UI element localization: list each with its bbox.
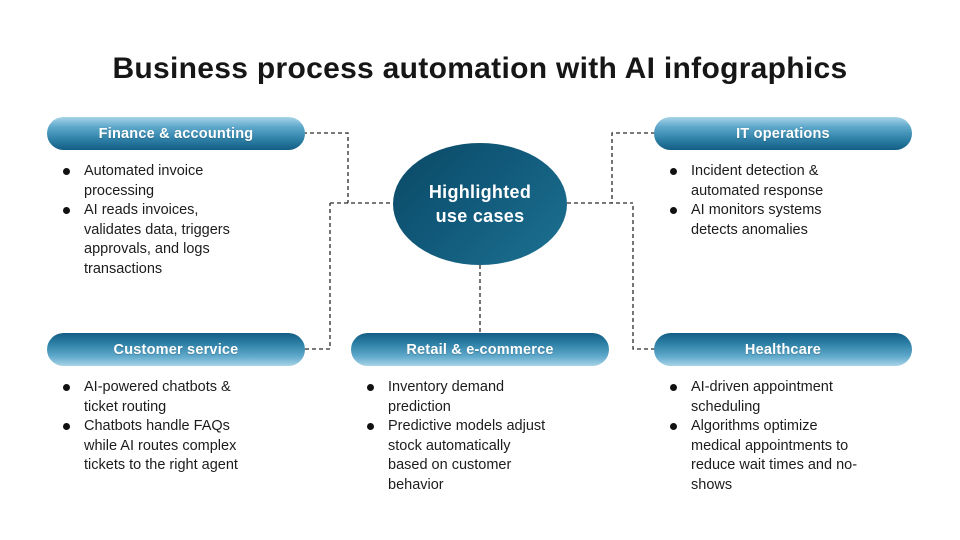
section-finance-accounting: Finance & accounting Automated invoice p… — [47, 117, 305, 279]
bullet-dot — [63, 384, 70, 391]
bullet-dot — [670, 207, 677, 214]
bullet-text: Predictive models adjust stock automatic… — [388, 418, 546, 493]
section-it-operations: IT operations Incident detection & autom… — [654, 117, 912, 240]
list-item: AI reads invoices, validates data, trigg… — [63, 201, 305, 279]
bullet-list-finance: Automated invoice processing AI reads in… — [47, 162, 305, 279]
bullet-text: AI-powered chatbots & ticket routing — [84, 379, 231, 415]
bullet-list-it-operations: Incident detection & automated response … — [654, 162, 912, 240]
section-retail-ecommerce: Retail & e-commerce Inventory demand pre… — [351, 333, 609, 495]
center-ellipse: Highlighted use cases — [393, 143, 567, 265]
bullet-dot — [670, 384, 677, 391]
connector-finance-to-center — [303, 132, 349, 203]
pill-finance-accounting: Finance & accounting — [47, 117, 305, 150]
list-item: Chatbots handle FAQs while AI routes com… — [63, 417, 305, 476]
bullet-dot — [63, 207, 70, 214]
list-item: Incident detection & automated response — [670, 162, 912, 201]
bullet-dot — [367, 423, 374, 430]
section-healthcare: Healthcare AI-driven appointment schedul… — [654, 333, 912, 495]
bullet-text: Chatbots handle FAQs while AI routes com… — [84, 418, 238, 473]
bullet-text: AI-driven appointment scheduling — [691, 379, 833, 415]
connector-customer-to-center — [305, 203, 331, 350]
connector-healthcare-to-center — [632, 203, 655, 350]
pill-customer-service: Customer service — [47, 333, 305, 366]
bullet-dot — [670, 423, 677, 430]
bullet-dot — [63, 168, 70, 175]
bullet-text: Inventory demand prediction — [388, 379, 505, 415]
bullet-text: Automated invoice processing — [84, 163, 204, 199]
bullet-text: AI reads invoices, validates data, trigg… — [84, 202, 230, 277]
bullet-list-retail-ecommerce: Inventory demand prediction Predictive m… — [351, 378, 609, 495]
bullet-list-customer-service: AI-powered chatbots & ticket routing Cha… — [47, 378, 305, 476]
connector-it-to-center — [611, 132, 655, 203]
pill-healthcare: Healthcare — [654, 333, 912, 366]
bullet-text: Algorithms optimize medical appointments… — [691, 418, 858, 493]
page-title: Business process automation with AI info… — [112, 52, 848, 85]
list-item: AI monitors systems detects anomalies — [670, 201, 912, 240]
bullet-dot — [63, 423, 70, 430]
list-item: AI-driven appointment scheduling — [670, 378, 912, 417]
pill-it-operations: IT operations — [654, 117, 912, 150]
list-item: Automated invoice processing — [63, 162, 305, 201]
bullet-dot — [670, 168, 677, 175]
bullet-dot — [367, 384, 374, 391]
bullet-text: AI monitors systems detects anomalies — [691, 202, 822, 238]
center-ellipse-label: Highlighted use cases — [428, 182, 532, 226]
list-item: AI-powered chatbots & ticket routing — [63, 378, 305, 417]
pill-retail-ecommerce: Retail & e-commerce — [351, 333, 609, 366]
section-customer-service: Customer service AI-powered chatbots & t… — [47, 333, 305, 476]
bullet-text: Incident detection & automated response — [691, 163, 824, 199]
list-item: Inventory demand prediction — [367, 378, 609, 417]
bullet-list-healthcare: AI-driven appointment scheduling Algorit… — [654, 378, 912, 495]
list-item: Algorithms optimize medical appointments… — [670, 417, 912, 495]
list-item: Predictive models adjust stock automatic… — [367, 417, 609, 495]
